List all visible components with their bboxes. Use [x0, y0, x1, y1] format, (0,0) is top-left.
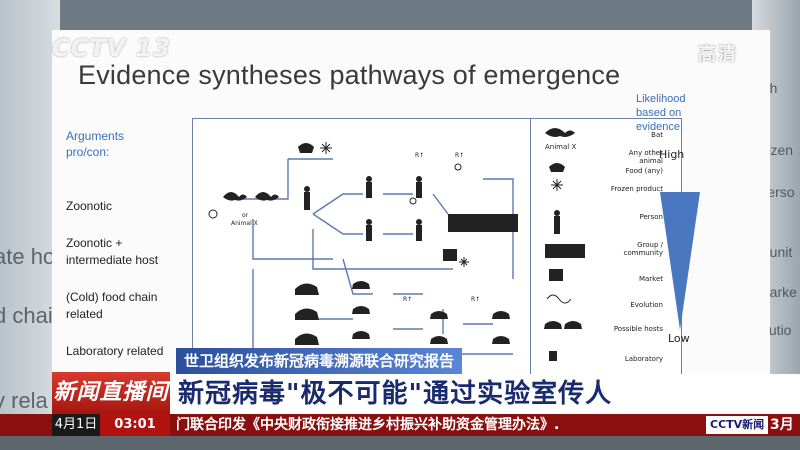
headline: 新冠病毒"极不可能"通过实验室传人: [178, 379, 613, 409]
legend-food: Food (any): [625, 167, 663, 175]
likelihood-heading-line: Likelihood: [636, 93, 686, 105]
legend-frozen: Frozen product: [610, 185, 663, 193]
legend-market: Market: [638, 275, 663, 283]
likelihood-wedge: [660, 192, 700, 330]
market-icon: [549, 269, 563, 281]
argument-food-chain: (Cold) food chain related: [66, 289, 157, 323]
legend-person: Person: [639, 213, 663, 221]
background-text: y rela: [0, 388, 48, 413]
snowflake-icon: [551, 179, 563, 191]
argument-line: Zoonotic: [66, 199, 113, 213]
lab-icon: [549, 351, 557, 361]
legend-any-animal: Any other animal: [628, 149, 663, 165]
diagram-label-or: or: [242, 212, 249, 219]
argument-line: Laboratory related: [66, 344, 164, 358]
likelihood-heading-line: based on: [636, 107, 682, 119]
legend-laboratory: Laboratory: [624, 355, 663, 363]
ticker-more: 3月: [770, 417, 794, 433]
evolution-icon: [546, 294, 572, 304]
legend-group: Group / community: [623, 241, 663, 257]
argument-line: (Cold) food chain: [66, 290, 158, 304]
cctv-logo: CCTV 13: [52, 34, 171, 62]
likelihood-heading: Likelihood based on evidence:: [636, 92, 686, 134]
hosts-icon: [544, 321, 582, 329]
arguments-heading-line: pro/con:: [66, 145, 110, 159]
program-badge: 新闻直播间: [52, 372, 170, 414]
diagram-label-r: R↑: [403, 296, 412, 303]
background-text: ate ho: [0, 244, 56, 269]
ticker-logo: CCTV新闻: [706, 416, 769, 434]
likelihood-high: High: [659, 148, 685, 161]
date-display: 4月1日: [52, 414, 100, 436]
hd-mark: 高清: [698, 44, 738, 65]
news-ticker: [0, 414, 800, 436]
person-icon: [554, 210, 560, 216]
ticker-text: 门联合印发《中央财政衔接推进乡村振兴补助资金管理办法》.: [176, 417, 560, 433]
headline-bar: [170, 374, 800, 414]
arguments-heading: Arguments pro/con:: [66, 128, 124, 160]
likelihood-heading-line: evidence:: [636, 121, 684, 133]
legend-animal-x: Animal X: [545, 143, 577, 151]
pathways-diagram-graphic: or Animal X R↑ R↑ R↑ R↑: [208, 142, 554, 364]
pathways-diagram: or Animal X R↑ R↑ R↑ R↑: [192, 118, 579, 382]
argument-line: related: [66, 307, 103, 321]
subheadline-banner: 世卫组织发布新冠病毒溯源联合研究报告: [176, 348, 463, 374]
argument-line: intermediate host: [66, 253, 159, 267]
bat-icon: [545, 128, 575, 137]
diagram-label-r: R↑: [415, 152, 424, 159]
diagram-label-r: R↑: [471, 296, 480, 303]
time-display: 03:01: [100, 414, 170, 436]
background-left-screen: ate ho d chai y rela: [0, 0, 60, 450]
legend-hosts: Possible hosts: [613, 325, 663, 333]
arguments-heading-line: Arguments: [66, 129, 125, 143]
group-icon: [545, 244, 585, 258]
likelihood-funnel: [660, 192, 700, 330]
argument-laboratory: Laboratory related: [66, 343, 163, 360]
argument-intermediate-host: Zoonotic + intermediate host: [66, 235, 158, 269]
argument-line: Zoonotic +: [66, 236, 123, 250]
diagram-label-animal-x: Animal X: [231, 220, 258, 227]
diagram-label-r: R↑: [455, 152, 464, 159]
slide-title: Evidence syntheses pathways of emergence: [78, 60, 621, 90]
food-icon: [549, 163, 565, 172]
legend-icons: [544, 128, 585, 361]
likelihood-low: Low: [668, 332, 690, 345]
background-text: d chai: [0, 303, 53, 328]
legend-panel: Animal X Bat Any other animal Food (any)…: [530, 118, 682, 382]
legend-evolution: Evolution: [630, 301, 663, 309]
bottom-strip: [0, 436, 800, 450]
argument-zoonotic: Zoonotic: [66, 198, 112, 215]
presentation-slide: Evidence syntheses pathways of emergence…: [52, 30, 770, 382]
legend-bat: Bat: [651, 131, 663, 139]
